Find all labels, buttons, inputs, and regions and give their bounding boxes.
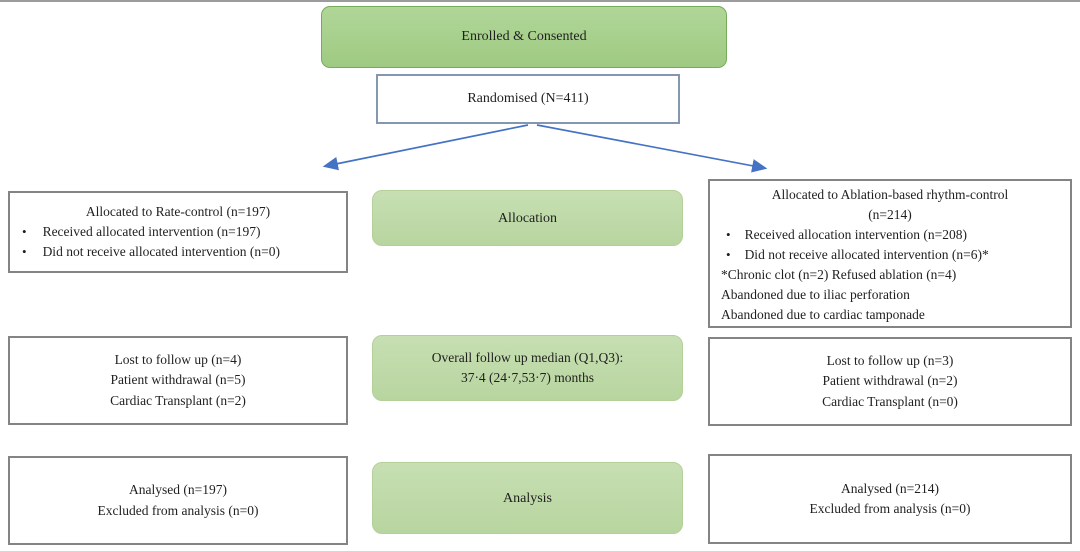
randomised-box: Randomised (N=411) (376, 74, 680, 124)
analysis-stage-box: Analysis (372, 462, 683, 534)
bullet-text: Did not receive allocated intervention (… (744, 246, 989, 262)
rate-control-allocation-box: Allocated to Rate-control (n=197) Receiv… (8, 191, 348, 273)
rhythm-followup-line2: Patient withdrawal (n=2) (822, 373, 958, 389)
rhythm-followup-line1: Lost to follow up (n=3) (826, 353, 954, 369)
bullet-text: Received allocation intervention (n=208) (744, 226, 967, 242)
rate-analysis-line2: Excluded from analysis (n=0) (97, 502, 259, 518)
rate-control-followup-box: Lost to follow up (n=4) Patient withdraw… (8, 336, 348, 425)
allocation-stage-label: Allocation (497, 210, 558, 226)
rhythm-analysis-line2: Excluded from analysis (n=0) (809, 501, 971, 516)
rhythm-allocation-note-3: Abandoned due to cardiac tamponade (721, 306, 925, 322)
rhythm-analysis-line1: Analysed (n=214) (841, 480, 939, 496)
rhythm-allocation-title-line1: Allocated to Ablation-based rhythm-contr… (771, 187, 1009, 202)
rhythm-allocation-title-line2: (n=214) (868, 206, 912, 222)
bullet-item: Received allocated intervention (n=197) (14, 222, 342, 242)
rate-allocation-title: Allocated to Rate-control (n=197) (85, 203, 271, 219)
analysis-stage-label: Analysis (503, 490, 552, 506)
enrolled-consented-box: Enrolled & Consented (321, 6, 727, 68)
bullet-text: Received allocated intervention (n=197) (42, 223, 261, 239)
followup-summary-line2: 37·4 (24·7,53·7) months (460, 370, 595, 385)
enrolled-consented-label: Enrolled & Consented (461, 29, 587, 44)
allocation-stage-box: Allocation (372, 190, 683, 246)
rhythm-control-followup-box: Lost to follow up (n=3) Patient withdraw… (708, 337, 1072, 426)
rate-followup-line1: Lost to follow up (n=4) (114, 352, 242, 368)
bullet-item: Did not receive allocated intervention (… (716, 245, 1064, 265)
arrow-to-rhythm-control (536, 124, 768, 173)
rate-followup-line3: Cardiac Transplant (n=2) (110, 392, 246, 408)
rhythm-allocation-note-1: *Chronic clot (n=2) Refused ablation (n=… (721, 266, 957, 282)
rhythm-control-allocation-box: Allocated to Ablation-based rhythm-contr… (708, 179, 1072, 328)
randomised-label: Randomised (N=411) (467, 91, 589, 106)
rhythm-followup-line3: Cardiac Transplant (n=0) (822, 393, 958, 409)
rate-followup-line2: Patient withdrawal (n=5) (110, 372, 246, 388)
rate-allocation-bullets: Received allocated intervention (n=197) … (14, 222, 342, 263)
bullet-text: Did not receive allocated intervention (… (42, 244, 280, 260)
rhythm-allocation-note-2: Abandoned due to iliac perforation (721, 286, 910, 302)
rate-analysis-line1: Analysed (n=197) (129, 482, 227, 498)
rhythm-control-analysis-box: Analysed (n=214) Excluded from analysis … (708, 454, 1072, 544)
arrow-to-rate-control (322, 124, 529, 171)
rate-control-analysis-box: Analysed (n=197) Excluded from analysis … (8, 456, 348, 545)
bullet-item: Did not receive allocated intervention (… (14, 242, 342, 262)
followup-summary-box: Overall follow up median (Q1,Q3): 37·4 (… (372, 335, 683, 401)
rhythm-allocation-bullets: Received allocation intervention (n=208)… (716, 225, 1064, 265)
followup-summary-line1: Overall follow up median (Q1,Q3): (431, 349, 624, 365)
bullet-item: Received allocation intervention (n=208) (716, 225, 1064, 245)
